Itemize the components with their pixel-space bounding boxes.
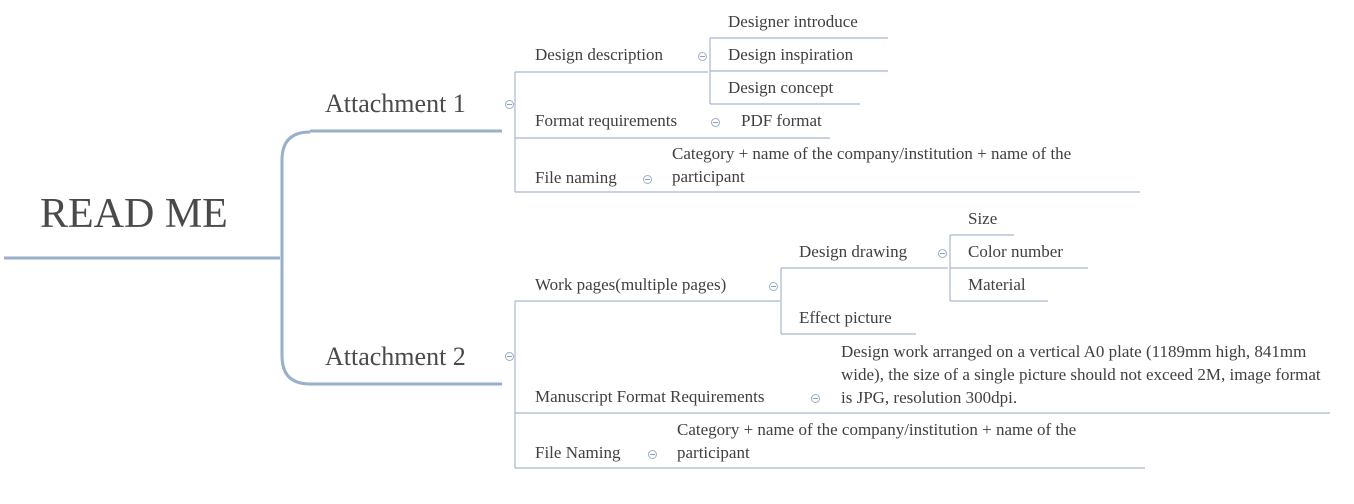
file-naming-value: Category + name of the company/instituti… [672, 144, 1072, 186]
file-naming-2-label: File Naming [535, 443, 621, 462]
collapse-toggle-icon[interactable] [648, 450, 657, 459]
collapse-toggle-icon[interactable] [711, 118, 720, 127]
format-requirements-label: Format requirements [535, 111, 678, 130]
design-description-item: Design inspiration [728, 45, 854, 64]
collapse-toggle-icon[interactable] [505, 100, 514, 109]
collapse-toggle-icon[interactable] [811, 394, 820, 403]
design-drawing-label: Design drawing [799, 242, 908, 261]
design-drawing-item: Color number [968, 242, 1063, 261]
effect-picture-label: Effect picture [799, 308, 892, 327]
design-drawing-item: Material [968, 275, 1026, 294]
collapse-toggle-icon[interactable] [643, 175, 652, 184]
manuscript-format-value: Design work arranged on a vertical A0 pl… [841, 342, 1321, 407]
design-description-label: Design description [535, 45, 663, 64]
attachment-2-label: Attachment 2 [325, 342, 466, 371]
collapse-toggle-icon[interactable] [698, 52, 707, 61]
design-drawing-item: Size [968, 209, 998, 228]
collapse-toggle-icon[interactable] [505, 352, 514, 361]
collapse-toggle-icon[interactable] [769, 282, 778, 291]
work-pages-label: Work pages(multiple pages) [535, 275, 727, 294]
collapse-toggle-icon[interactable] [938, 249, 947, 258]
file-naming-label: File naming [535, 168, 617, 187]
design-description-item: Design concept [728, 78, 834, 97]
root-node-label: READ ME [40, 191, 228, 237]
format-requirements-value: PDF format [741, 111, 822, 130]
attachment-1-label: Attachment 1 [325, 89, 466, 118]
manuscript-format-label: Manuscript Format Requirements [535, 387, 765, 406]
design-description-item: Designer introduce [728, 12, 858, 31]
file-naming-2-value: Category + name of the company/instituti… [677, 420, 1077, 462]
